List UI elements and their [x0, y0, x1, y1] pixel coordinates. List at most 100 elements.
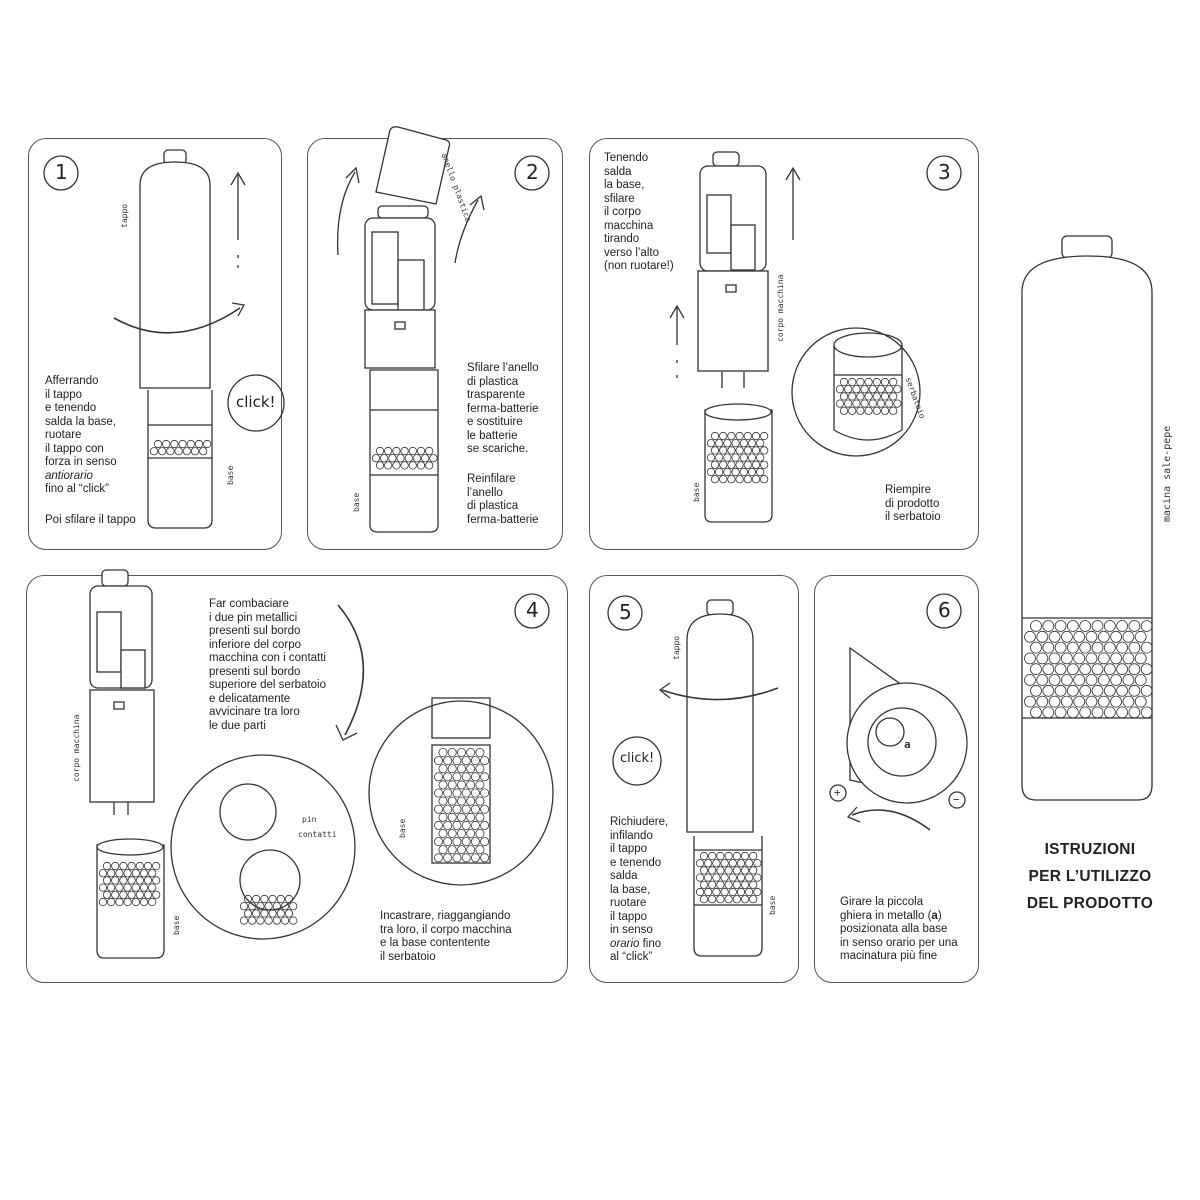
granule: [699, 851, 709, 861]
step-1-label-tappo: tappo: [120, 203, 129, 228]
granule: [433, 788, 443, 798]
granule: [1054, 663, 1067, 676]
granule: [852, 399, 861, 408]
granule: [1128, 620, 1141, 632]
granule: [1079, 641, 1092, 654]
granule: [264, 902, 273, 911]
granule: [443, 837, 453, 847]
granule: [466, 812, 476, 822]
step-4-number: 4: [526, 598, 539, 622]
granule: [727, 475, 736, 484]
granule: [695, 887, 705, 897]
granule: [739, 467, 748, 477]
granule: [475, 780, 485, 790]
granule: [433, 804, 443, 814]
granule: [268, 894, 277, 904]
granule: [438, 796, 448, 806]
granule: [475, 812, 485, 822]
granule: [115, 897, 124, 907]
granule: [135, 890, 144, 899]
granule: [272, 902, 281, 911]
granule: [1042, 641, 1055, 654]
granule: [844, 399, 853, 408]
granule: [456, 845, 466, 855]
granule: [753, 859, 762, 868]
granule: [745, 873, 754, 882]
granule: [284, 909, 294, 918]
granule: [166, 447, 175, 456]
granule: [1024, 674, 1036, 686]
granule: [889, 377, 898, 387]
granule: [443, 820, 453, 830]
granule: [1030, 684, 1042, 697]
granule: [1116, 706, 1128, 719]
granule: [239, 902, 249, 911]
granule: [1030, 663, 1042, 676]
granule: [724, 895, 733, 904]
granule: [111, 861, 120, 871]
granule: [1079, 620, 1092, 632]
granule: [872, 406, 881, 415]
granule: [835, 399, 845, 408]
step-4-instructions: Far combaciare i due pin metallici prese…: [209, 598, 326, 732]
granule: [111, 876, 120, 885]
step-6-grinder: [829, 646, 968, 809]
granule: [856, 406, 865, 415]
granule: [289, 916, 298, 925]
granule: [380, 454, 389, 463]
granule: [724, 866, 733, 875]
granule: [480, 820, 490, 830]
granule: [412, 454, 422, 463]
granule: [710, 475, 720, 484]
granule: [461, 772, 471, 782]
granule: [740, 851, 750, 861]
granule: [461, 820, 471, 830]
granule: [248, 902, 257, 911]
granule: [893, 385, 902, 394]
granule: [276, 894, 285, 904]
granule: [199, 447, 208, 456]
granule: [751, 475, 761, 484]
granule: [131, 883, 140, 892]
granule: [732, 895, 741, 904]
granule: [264, 916, 273, 925]
granule: [1042, 663, 1055, 676]
granule: [115, 869, 124, 878]
step-3-arrows: [669, 166, 801, 378]
granule: [715, 467, 724, 477]
granule: [452, 804, 462, 814]
granule: [1048, 695, 1061, 708]
granule: [1128, 641, 1141, 654]
granule: [443, 804, 453, 814]
granule: [860, 399, 869, 408]
granule: [731, 439, 740, 448]
granule: [456, 829, 466, 839]
step-number-circles: [43, 155, 962, 631]
granule: [760, 475, 769, 484]
granule: [699, 880, 709, 889]
granule: [243, 909, 253, 918]
granule: [1073, 652, 1086, 665]
granule: [1140, 641, 1153, 654]
granule: [1116, 684, 1128, 697]
granule: [475, 845, 485, 855]
step-5-click-text: click!: [620, 751, 655, 766]
granule: [848, 377, 857, 387]
granule: [194, 439, 204, 449]
granule: [704, 859, 713, 868]
granule: [107, 869, 116, 878]
granule: [98, 869, 108, 878]
granule: [1134, 674, 1147, 686]
granule: [456, 812, 466, 822]
granule: [1067, 620, 1079, 632]
step-3-number: 3: [938, 160, 951, 184]
granule: [856, 377, 865, 387]
granule: [158, 447, 167, 456]
granule: [710, 460, 720, 469]
granule: [735, 446, 744, 455]
granule: [452, 853, 462, 863]
granule: [148, 897, 157, 907]
granule: [190, 447, 200, 456]
granule: [728, 887, 737, 897]
